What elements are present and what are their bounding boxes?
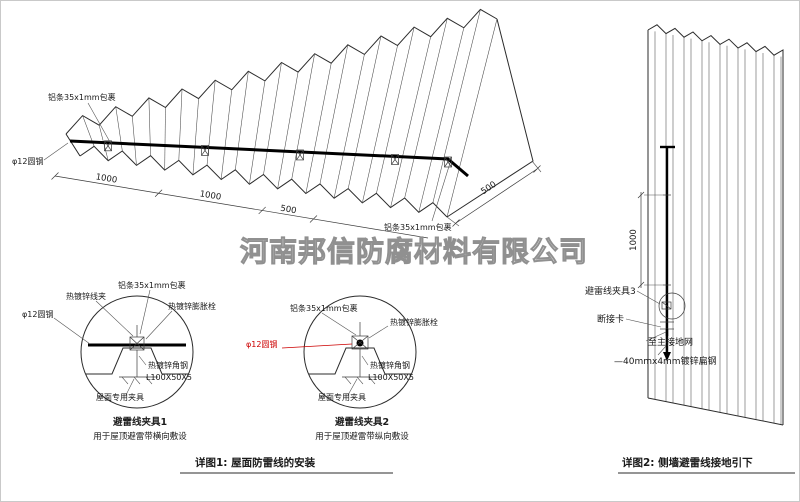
clamp1-title: 避雷线夹具1 bbox=[113, 416, 167, 428]
roof-profile-section bbox=[86, 347, 188, 375]
dimension-line bbox=[54, 175, 429, 239]
to-ground-label: 至主接地网 bbox=[648, 336, 693, 348]
angle-steel-spec: L100X50X5 bbox=[368, 373, 414, 382]
clamp3-bubble bbox=[658, 292, 686, 320]
angle-steel-spec: L100X50X5 bbox=[146, 373, 192, 382]
roof-isometric-view: 铝条35x1mm包裹 φ12圆钢 铝条35x1mm包裹 1000 1000 50… bbox=[12, 8, 542, 239]
leader-line bbox=[138, 355, 147, 366]
clamp2-title: 避雷线夹具2 bbox=[335, 416, 389, 428]
corrugated-roof-sheet bbox=[65, 8, 534, 218]
hatch bbox=[121, 376, 129, 385]
dim-1000-b: 1000 bbox=[199, 189, 222, 202]
leader-line bbox=[139, 289, 151, 335]
wire-clamps bbox=[104, 140, 452, 168]
expansion-bolt-label: 热镀锌膨胀栓 bbox=[168, 301, 216, 311]
leader-line bbox=[87, 102, 111, 143]
wall-elevation-view: 1000 避雷线夹具3 断接卡 至主接地网 —40mmx4mm镀锌扁钢 bbox=[585, 24, 784, 426]
detail-bubble bbox=[80, 295, 194, 409]
alu-strip-label: 铝条35x1mm包裹 bbox=[118, 280, 186, 290]
leader-line bbox=[125, 378, 135, 396]
dim-tick bbox=[637, 191, 645, 199]
dim-500: 500 bbox=[280, 204, 298, 217]
hatch bbox=[145, 376, 153, 385]
extension-line bbox=[446, 216, 460, 227]
clamp2-subtitle: 用于屋顶避雷带纵向敷设 bbox=[315, 431, 409, 442]
flat-steel-label: —40mmx4mm镀锌扁钢 bbox=[614, 355, 717, 367]
disconnect-card-label: 断接卡 bbox=[597, 313, 624, 325]
hatch bbox=[368, 376, 376, 385]
wire-clip-label: 热镀锌线夹 bbox=[66, 291, 106, 301]
expansion-bolt-label: 热镀锌膨胀栓 bbox=[390, 317, 438, 327]
leader-line bbox=[145, 310, 173, 340]
detail-bubble bbox=[303, 295, 417, 409]
angle-steel-label: 热镀锌角钢 bbox=[148, 360, 188, 370]
clamp1-subtitle: 用于屋顶避雷带横向敷设 bbox=[93, 431, 187, 442]
down-arrow bbox=[663, 352, 671, 361]
detail-circle-1: 热镀锌线夹 铝条35x1mm包裹 热镀锌膨胀栓 φ12圆钢 热镀锌角钢 L100… bbox=[22, 280, 216, 442]
leader-line bbox=[645, 331, 667, 342]
leader-line bbox=[657, 345, 667, 356]
watermark: 河南邦信防腐材料有限公司 bbox=[240, 235, 588, 268]
dim-1000-wall: 1000 bbox=[629, 229, 639, 251]
clamp3-body bbox=[661, 301, 672, 310]
roof-alu-strip-label: 铝条35x1mm包裹 bbox=[48, 92, 116, 102]
clamp-hatch bbox=[351, 335, 369, 350]
detail-circle-2: 铝条35x1mm包裹 热镀锌膨胀栓 φ12圆钢 热镀锌角钢 L100X50X5 … bbox=[246, 295, 438, 442]
leader-line bbox=[347, 378, 358, 396]
leader-line bbox=[625, 318, 662, 328]
alu-strip-label: 铝条35x1mm包裹 bbox=[290, 303, 358, 313]
roof-profile-section bbox=[309, 347, 411, 375]
hatch bbox=[133, 376, 141, 385]
dimension-marks bbox=[51, 160, 542, 239]
dim-1000-a: 1000 bbox=[95, 172, 118, 185]
clamp-hatch bbox=[129, 336, 145, 351]
leader-line bbox=[53, 317, 91, 345]
roof-fixture-label: 屋面专用夹具 bbox=[96, 392, 144, 402]
leader-line bbox=[43, 142, 69, 161]
hatch bbox=[356, 376, 364, 385]
leader-line bbox=[368, 325, 389, 339]
clamp3-label: 避雷线夹具3 bbox=[585, 285, 636, 297]
roof-round-steel-label: φ12圆钢 bbox=[12, 156, 43, 166]
leader-line bbox=[636, 290, 661, 305]
round-steel-label: φ12圆钢 bbox=[22, 309, 53, 319]
leader-line-red bbox=[281, 343, 353, 349]
detail2-caption: 详图2: 侧墙避雷线接地引下 bbox=[622, 456, 753, 469]
angle-steel-label: 热镀锌角钢 bbox=[370, 360, 410, 370]
dim-tick bbox=[637, 281, 645, 289]
detail1-caption: 详图1: 屋面防雷线的安装 bbox=[195, 456, 316, 469]
roof-alu-strip-label-right: 铝条35x1mm包裹 bbox=[384, 222, 452, 232]
leader-line bbox=[361, 355, 369, 366]
lightning-wire bbox=[69, 139, 469, 178]
leader-line bbox=[95, 300, 134, 337]
captions: 详图1: 屋面防雷线的安装 详图2: 侧墙避雷线接地引下 bbox=[180, 456, 795, 474]
dimension-line-side bbox=[455, 168, 538, 224]
round-steel-label-red: φ12圆钢 bbox=[246, 339, 277, 349]
dim-500-side: 500 bbox=[479, 180, 498, 197]
leader-line bbox=[431, 162, 451, 222]
leader-line bbox=[321, 312, 357, 336]
extension-line bbox=[531, 160, 542, 173]
hatch bbox=[344, 376, 352, 385]
clamp-hatch bbox=[661, 301, 672, 310]
roof-fixture-label: 屋面专用夹具 bbox=[318, 392, 366, 402]
